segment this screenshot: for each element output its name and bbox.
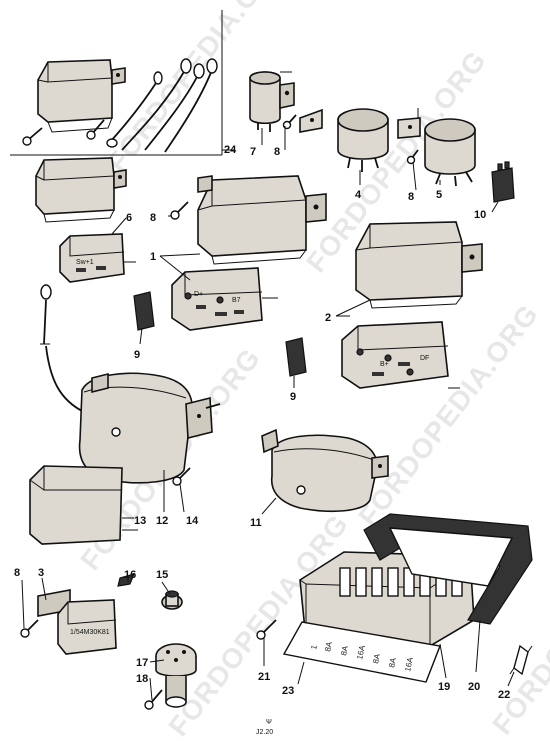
callout-19: 19 (438, 681, 450, 693)
callout-2: 2 (325, 312, 331, 324)
regulator-2-text-a: B+ (380, 361, 389, 368)
regulator-1-text-b: B7 (232, 297, 241, 304)
callout-5: 5 (436, 189, 442, 201)
fuse-rating-5: 8A (387, 656, 398, 668)
callout-16: 16 (124, 569, 136, 581)
regulator-2-cover (355, 221, 483, 309)
callout-24: 24 (224, 144, 237, 156)
callout-22: 22 (498, 689, 510, 701)
screw-14 (172, 467, 191, 486)
regulator-2-text-b: DF (420, 355, 429, 362)
relay-6-base: Sw+1 (59, 233, 136, 283)
inset-wire-set (106, 58, 218, 153)
flasher-unit-4 (299, 108, 389, 172)
screw-21 (256, 619, 277, 640)
regulator-1-base: D+ B7 (171, 267, 278, 331)
flasher-unit-7 (249, 71, 295, 132)
module-3-label: 1/54M30K81 (70, 629, 110, 636)
footer-code: J2.20 (256, 729, 273, 736)
callout-14: 14 (186, 515, 199, 527)
fuse-label-23: 1 8A 8A 16A 8A 8A 16A (282, 621, 441, 683)
callout-3: 3 (38, 567, 44, 579)
callout-12: 12 (156, 515, 168, 527)
callout-8-left: 8 (150, 212, 156, 224)
callout-15: 15 (156, 569, 168, 581)
callout-13: 13 (134, 515, 146, 527)
regulator-11 (261, 428, 389, 513)
switch-17 (155, 643, 197, 708)
callout-9-left: 9 (134, 349, 140, 361)
fuse-rating-6: 16A (403, 656, 415, 672)
fuse-22 (509, 644, 533, 676)
connector-9-right (285, 337, 307, 377)
inset-relay (22, 59, 126, 146)
callout-23: 23 (282, 685, 294, 697)
gasket-20 (363, 513, 533, 625)
callout-1: 1 (150, 251, 156, 263)
fuse-rating-4: 8A (371, 652, 382, 664)
inset-frame (10, 10, 223, 156)
suppressor-13 (29, 465, 138, 545)
module-3: 1/54M30K81 (37, 589, 117, 655)
fuse-rating-3: 16A (355, 644, 367, 660)
fuse-number-1: 1 (309, 644, 319, 651)
screw-8-d (20, 619, 39, 638)
callout-4: 4 (355, 189, 362, 201)
callout-11: 11 (250, 517, 262, 529)
connector-9-left (133, 291, 155, 331)
fuse-slots (339, 567, 463, 597)
regulator-12 (78, 372, 221, 484)
callout-10: 10 (474, 209, 486, 221)
earth-cable (40, 284, 85, 413)
drawing-code: Ψ J2.20 (256, 719, 273, 736)
clip-16 (117, 573, 136, 587)
callout-6: 6 (126, 212, 132, 224)
regulator-1-cover (197, 175, 327, 265)
callout-18: 18 (136, 673, 148, 685)
screw-8-c (170, 201, 189, 220)
fuse-rating-2: 8A (339, 644, 350, 656)
callout-21: 21 (258, 671, 270, 683)
switch-15 (161, 590, 183, 610)
relay-6-cover (35, 157, 127, 223)
flasher-unit-5 (397, 108, 476, 187)
relay-6-terminal-text: Sw+1 (76, 259, 94, 266)
fuse-rating-1: 8A (323, 640, 334, 652)
connector-10 (491, 161, 515, 203)
callout-7: 7 (250, 146, 256, 158)
regulator-2-base: B+ DF (341, 321, 460, 389)
callout-labels: 24 7 8 4 5 8 10 8 6 1 2 9 9 11 12 13 14 … (14, 144, 510, 701)
callout-9-right: 9 (290, 391, 296, 403)
callout-8-bottom: 8 (14, 567, 20, 579)
callout-8-top: 8 (274, 146, 280, 158)
callout-17: 17 (136, 657, 148, 669)
screw-8-b (406, 149, 419, 165)
screw-18 (144, 689, 163, 710)
leader-lines (21, 126, 515, 701)
regulator-1-text-a: D+ (194, 291, 203, 298)
callout-20: 20 (468, 681, 480, 693)
callout-8-mid: 8 (408, 191, 414, 203)
footer-symbol-code: Ψ (266, 719, 272, 726)
